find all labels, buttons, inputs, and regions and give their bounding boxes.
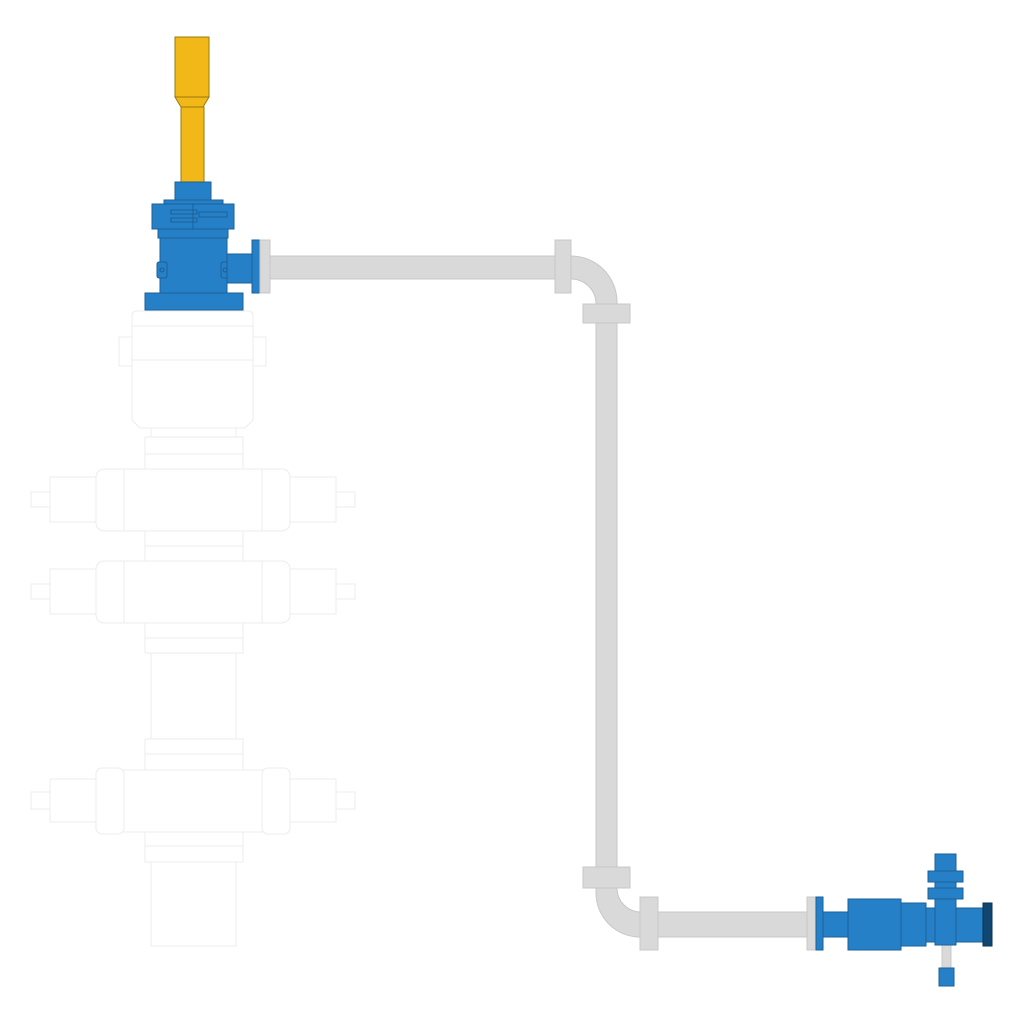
valve-body — [847, 898, 902, 951]
neck — [150, 427, 237, 438]
actuator-head — [174, 36, 210, 98]
valve-base-flange — [144, 292, 244, 311]
valve-bonnet — [174, 181, 212, 201]
spool — [144, 753, 244, 771]
gate-valve-middle — [30, 560, 356, 624]
pipe-horizontal-bottom — [657, 911, 808, 938]
tree-cap — [131, 310, 254, 429]
pipe-vertical — [595, 322, 618, 868]
spool — [144, 738, 244, 755]
pipe-flange — [554, 239, 572, 294]
column — [150, 861, 237, 947]
top-valve — [144, 181, 261, 311]
end-cap — [982, 902, 993, 947]
drain-knob — [938, 967, 955, 987]
gate-valve-upper — [30, 468, 356, 532]
spool — [144, 831, 244, 847]
pipe-flange — [639, 896, 659, 951]
flowline — [259, 239, 817, 951]
inlet-flange — [815, 896, 824, 951]
side-outlet — [226, 253, 253, 284]
gate-valve-lower — [30, 767, 356, 835]
spool — [144, 622, 244, 639]
actuator-stem — [180, 106, 205, 183]
bottom-valve-assembly — [815, 853, 993, 987]
drain-stem — [941, 944, 952, 969]
outlet-flange — [251, 239, 261, 294]
stem-ring — [927, 887, 964, 900]
pipe-elbow — [595, 887, 641, 938]
spool — [144, 545, 244, 562]
tree-cap-ear-right — [252, 336, 267, 367]
tree-cap-ear-left — [118, 336, 133, 367]
column — [150, 652, 237, 740]
spool — [144, 845, 244, 863]
pipe-flange — [582, 303, 631, 324]
pipe-elbow — [570, 255, 618, 305]
spool — [144, 436, 244, 455]
stem-ring — [927, 870, 964, 883]
spool — [144, 637, 244, 654]
lug-left — [156, 261, 168, 279]
valve-body — [159, 237, 228, 294]
pipe-flange — [582, 866, 631, 889]
wellhead-stack — [30, 310, 356, 947]
spool — [144, 453, 244, 470]
actuator-taper — [174, 96, 210, 108]
pipe-flange — [259, 239, 271, 294]
spool — [144, 530, 244, 547]
pipe-horizontal-top — [269, 255, 556, 280]
pipe-flange — [806, 896, 817, 951]
actuator — [174, 36, 210, 183]
handwheel-top[interactable] — [934, 853, 957, 873]
